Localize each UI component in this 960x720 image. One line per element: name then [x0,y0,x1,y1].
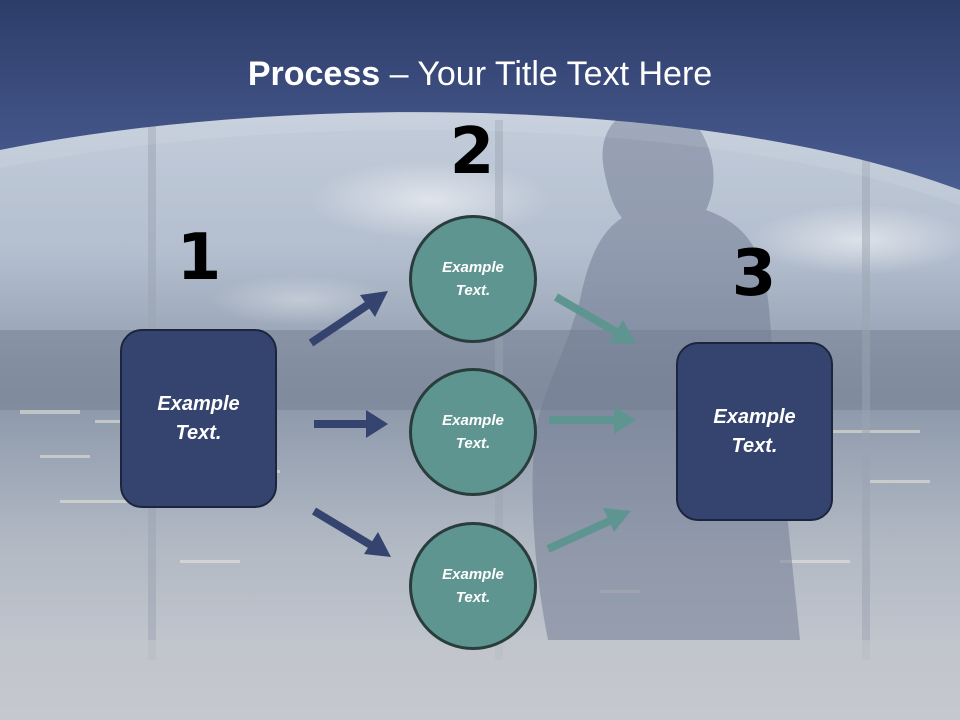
title-bold: Process [247,55,381,93]
arrow-box-to-middle-icon [314,410,388,438]
arrow-top-to-right-icon [553,293,636,344]
arrow-bottom-to-right-icon [546,508,631,553]
process-circle-bottom[interactable]: Example Text. [409,522,537,650]
step-number-3: 3 [731,237,777,311]
process-box-right-text: Example Text. [713,405,796,457]
page-title: Process – Your Title Text Here [0,52,960,96]
process-circle-bottom-text: Example Text. [442,566,504,606]
arrow-box-to-bottom-icon [311,507,391,557]
process-circle-top-text: Example Text. [442,259,504,299]
step-number-2: 2 [449,115,495,189]
process-box-right[interactable]: Example Text. [676,342,833,521]
arrow-middle-to-right-icon [549,406,636,434]
process-box-left-text: Example Text. [157,392,240,444]
step-number-1: 1 [176,221,222,295]
process-circle-middle[interactable]: Example Text. [409,368,537,496]
process-circle-top[interactable]: Example Text. [409,215,537,343]
process-circle-middle-text: Example Text. [442,412,504,452]
arrow-box-to-top-icon [308,291,388,347]
title-rest: – Your Title Text Here [380,55,713,93]
process-box-left[interactable]: Example Text. [120,329,277,508]
